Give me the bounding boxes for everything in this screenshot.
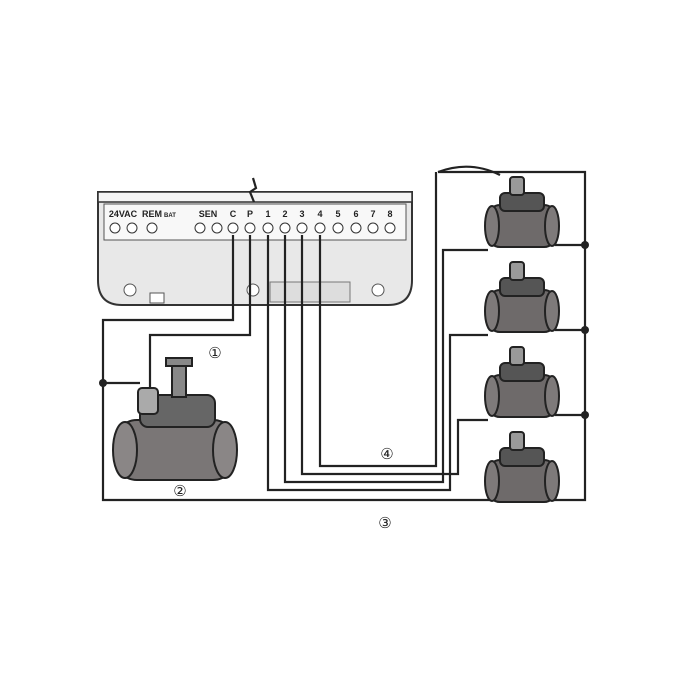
terminal-screw [109,222,121,234]
terminal-label: 24VAC [109,209,138,219]
callout-2: ② [173,483,186,500]
terminal-screw [244,222,256,234]
zone-valve-2 [484,261,560,333]
zone-valve-3 [484,346,560,418]
wires [99,165,589,502]
master-valve [112,357,238,481]
terminal-screw [279,222,291,234]
terminal-screw [350,222,362,234]
terminal-label: 8 [387,209,392,219]
terminal-label: REM [142,209,162,219]
terminal-label: BAT [164,213,176,219]
terminal-screw [126,222,138,234]
callout-1: ① [208,345,221,362]
terminal-label: 6 [353,209,358,219]
callout-3: ③ [378,515,391,532]
cable-entry [248,177,258,203]
terminal-screw [332,222,344,234]
terminal-screw [296,222,308,234]
terminal-screw [314,222,326,234]
terminal-screw [367,222,379,234]
zone-valve-4 [484,431,560,503]
terminal-label: P [247,209,253,219]
terminal-screw [194,222,206,234]
callout-4: ④ [380,446,393,463]
terminal-label: 4 [317,209,322,219]
terminal-screw [211,222,223,234]
terminal-label: 3 [299,209,304,219]
terminal-label: C [230,209,237,219]
terminal-label: 1 [265,209,270,219]
terminal-screw [262,222,274,234]
terminal-screw [227,222,239,234]
terminal-label: 5 [335,209,340,219]
terminal-label: 7 [370,209,375,219]
terminal-screw [146,222,158,234]
zone-valve-1 [484,176,560,248]
terminal-screw [384,222,396,234]
terminal-label: 2 [282,209,287,219]
terminal-label: SEN [199,209,218,219]
